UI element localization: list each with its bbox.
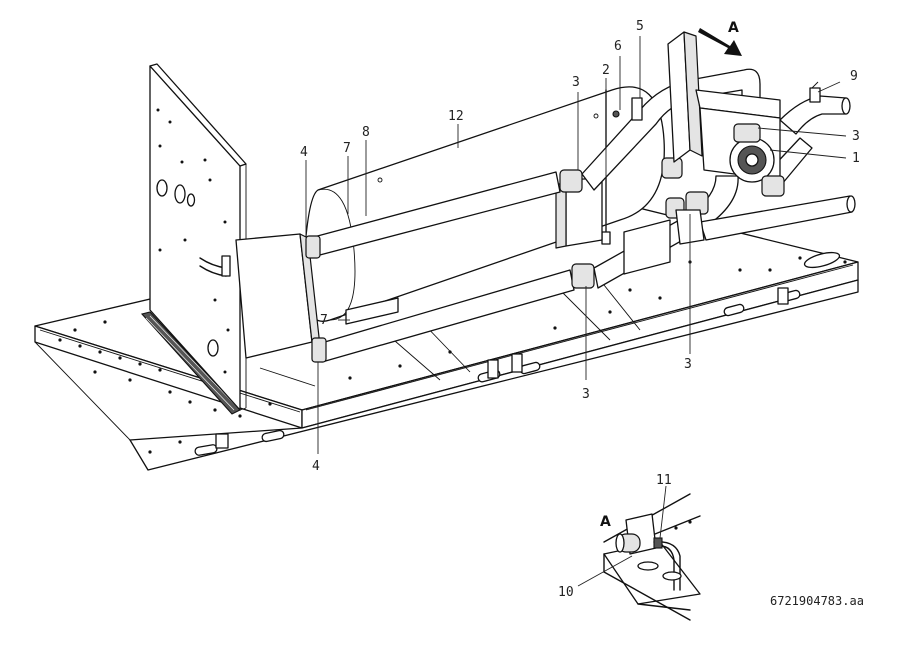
label-10: 10 xyxy=(558,585,574,600)
label-11: 11 xyxy=(656,473,672,488)
label-3b: 3 xyxy=(852,129,860,144)
junction-box xyxy=(555,177,603,249)
detail-view-label: A xyxy=(600,514,611,530)
view-arrow-label: A xyxy=(728,20,739,36)
label-9: 9 xyxy=(850,69,858,84)
label-8: 8 xyxy=(362,125,370,140)
part-labels: 1 2 3 3 3 3 4 4 5 6 7 7 8 9 10 11 12 xyxy=(300,19,860,600)
pump-assembly xyxy=(667,31,821,197)
label-1: 1 xyxy=(852,151,860,166)
view-arrow: A xyxy=(698,20,742,56)
label-4a: 4 xyxy=(300,145,308,160)
leader-lines xyxy=(305,36,847,587)
label-4b: 4 xyxy=(312,459,320,474)
label-3d: 3 xyxy=(582,387,590,402)
label-3a: 3 xyxy=(572,75,580,90)
label-7a: 7 xyxy=(343,141,351,156)
label-6: 6 xyxy=(614,39,622,54)
detail-view: A xyxy=(600,493,701,621)
drawing-code: 6721904783.aa xyxy=(770,594,864,608)
label-7b: 7 xyxy=(320,313,328,328)
label-2: 2 xyxy=(602,63,610,78)
label-5: 5 xyxy=(636,19,644,34)
tank-support xyxy=(345,219,671,325)
label-12: 12 xyxy=(448,109,464,124)
label-3c: 3 xyxy=(684,357,692,372)
